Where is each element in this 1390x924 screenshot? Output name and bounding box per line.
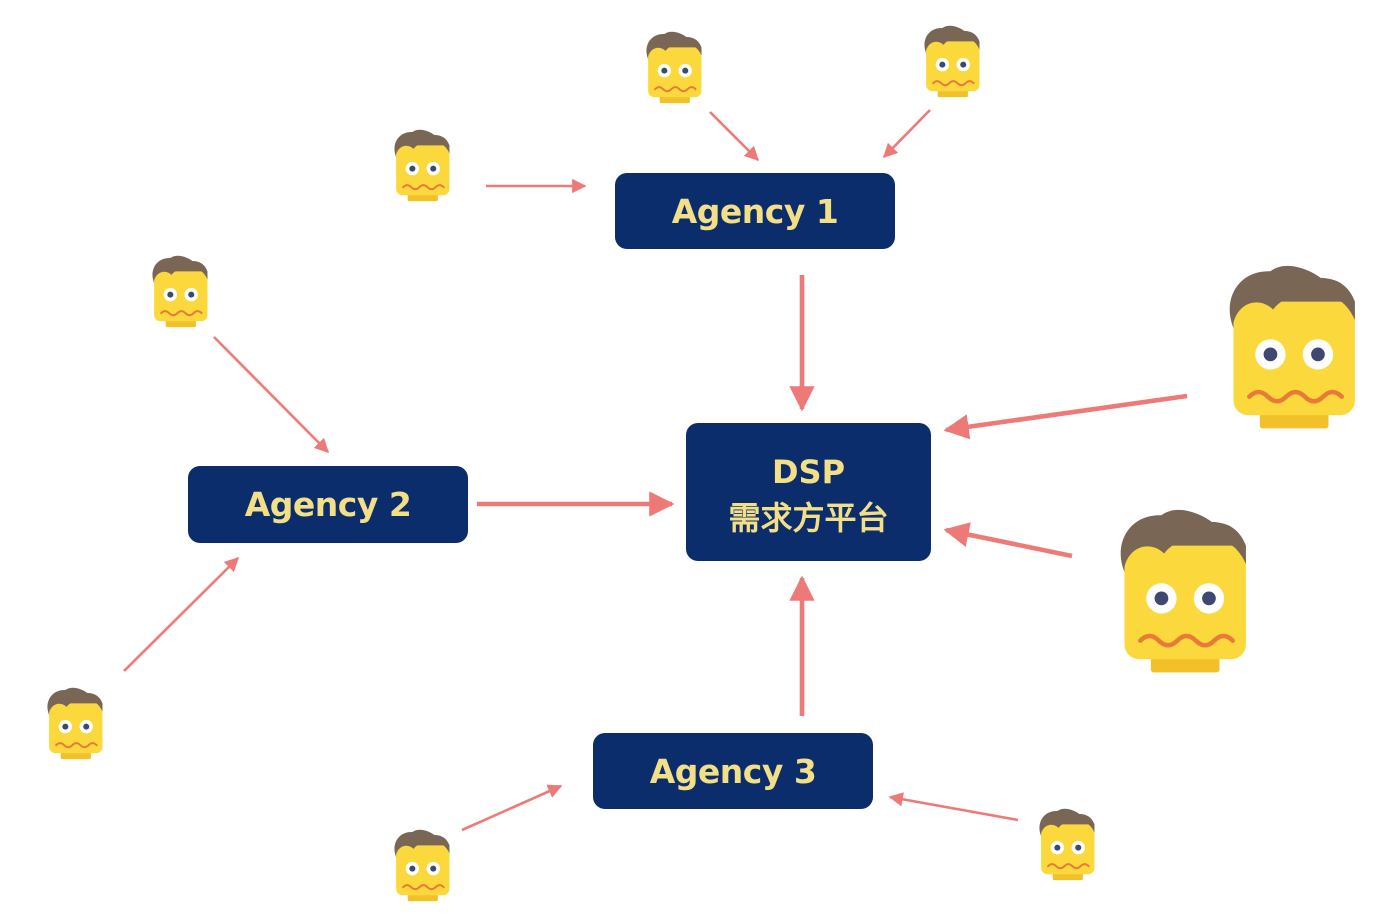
edge-person-7-to-agency-3: [888, 792, 1019, 822]
worried-person-icon: [1038, 807, 1096, 882]
worried-person-icon: [393, 828, 451, 903]
edge-person-4-to-agency-2: [213, 336, 330, 454]
worried-person-icon: [1121, 510, 1246, 672]
edge-person-2-to-agency-1: [709, 111, 760, 162]
agency-3-node: Agency 3: [593, 733, 873, 809]
edge-person-6-to-agency-3: [461, 784, 563, 832]
worried-person-icon: [1230, 266, 1355, 428]
worried-person-icon: [151, 254, 209, 329]
agency-1-node: Agency 1: [615, 173, 895, 249]
edge-person-5-to-agency-2: [123, 556, 240, 672]
worried-person-icon: [923, 24, 981, 99]
edge-person-8-to-dsp: [943, 393, 1188, 440]
worried-person-icon: [46, 686, 104, 761]
agency-1-label: Agency 1: [671, 191, 839, 231]
worried-person-icon: [645, 30, 703, 105]
agency-2-label: Agency 2: [244, 485, 412, 524]
dsp-title: DSP: [771, 452, 846, 491]
edges: [123, 109, 1188, 832]
worried-person-icon: [393, 128, 451, 203]
edge-person-3-to-agency-1: [882, 109, 931, 159]
dsp-subtitle: 需求方平台: [728, 499, 889, 537]
edge-person-9-to-dsp: [943, 522, 1073, 559]
dsp-node: DSP 需求方平台: [686, 423, 931, 561]
agency-3-label: Agency 3: [649, 751, 817, 791]
agency-2-node: Agency 2: [188, 466, 468, 543]
